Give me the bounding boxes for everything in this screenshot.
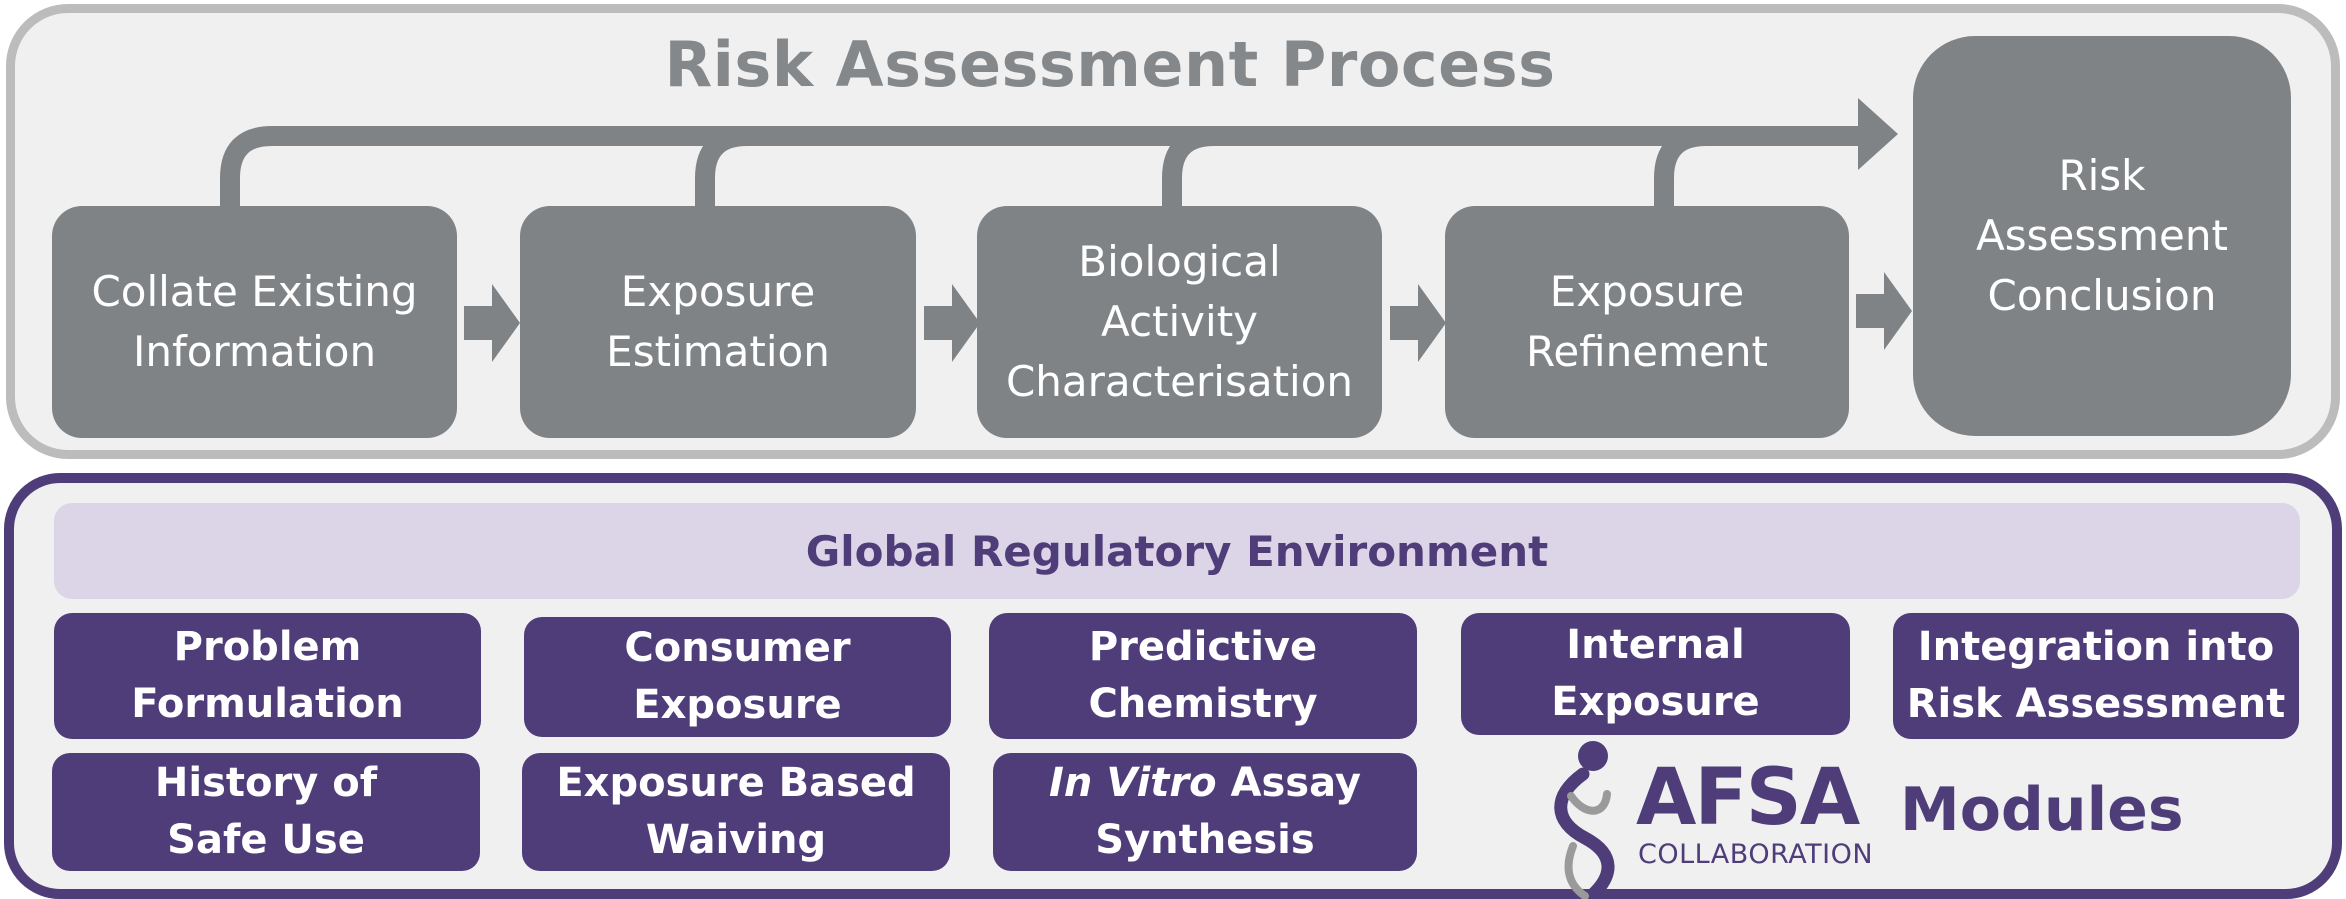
step-arrow-4 (1856, 272, 1912, 350)
top-flow-arrow (220, 126, 1860, 206)
branch-arrow-3 (1162, 126, 1215, 206)
top-arrow-head (1858, 98, 1898, 170)
step-arrow-2 (924, 284, 980, 362)
global-regulatory-environment-banner: Global Regulatory Environment (54, 503, 2300, 599)
branch-arrow-4 (1654, 126, 1707, 206)
branch-arrow-2 (695, 126, 748, 206)
dna-helix-icon (1554, 741, 1615, 899)
afsa-logo-subtitle: COLLABORATION (1638, 839, 1874, 870)
process-title: Risk Assessment Process (664, 28, 1556, 101)
modules-label: Modules (1900, 775, 2184, 845)
step-arrow-1 (464, 284, 520, 362)
process-flow-arrows (220, 98, 1912, 362)
step-arrow-3 (1390, 284, 1446, 362)
afsa-logo-wordmark: AFSA (1636, 753, 1860, 843)
